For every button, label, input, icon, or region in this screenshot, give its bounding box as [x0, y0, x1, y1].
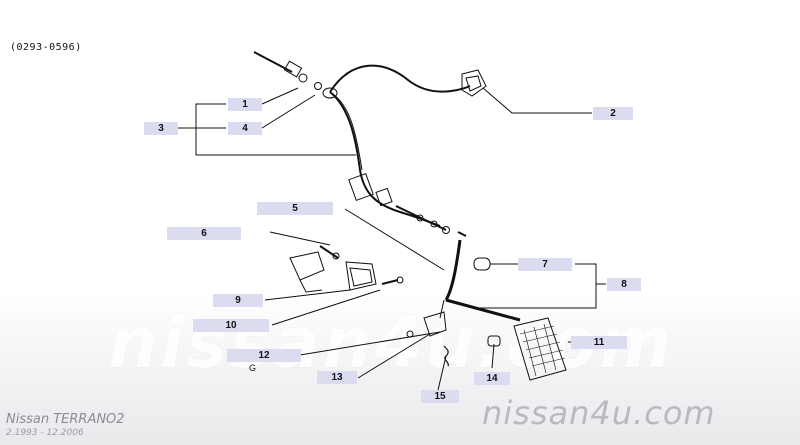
bracket-3-top: [170, 103, 226, 129]
callout-12[interactable]: 12: [227, 349, 301, 362]
leader-4: [261, 94, 316, 129]
watermark-small: nissan4u.com: [482, 394, 716, 432]
leader-15: [437, 355, 447, 391]
model-name: Nissan TERRANO2: [6, 412, 125, 427]
callout-5[interactable]: 5: [257, 202, 333, 215]
bracket-8: [478, 263, 597, 309]
diagram-code: (0293-0596): [10, 42, 82, 53]
accelerator-cable: [329, 91, 441, 227]
callout-10[interactable]: 10: [193, 319, 269, 332]
model-years: 2.1993 - 12.2006: [6, 428, 84, 438]
leader-1: [261, 87, 299, 105]
callout-11[interactable]: 11: [571, 336, 627, 349]
pedal-pad: [513, 317, 567, 381]
leader-10: [271, 289, 381, 326]
leader-5: [344, 208, 445, 271]
callout-8[interactable]: 8: [607, 278, 641, 291]
callout-4[interactable]: 4: [228, 122, 262, 135]
callout-2[interactable]: 2: [593, 107, 633, 120]
leader-14: [491, 343, 495, 369]
callout-1[interactable]: 1: [228, 98, 262, 111]
leader-2: [482, 87, 592, 114]
callout-9[interactable]: 9: [213, 294, 263, 307]
g-mark: G: [249, 363, 257, 373]
callout-6[interactable]: 6: [167, 227, 241, 240]
pedal-bracket: [345, 261, 377, 291]
callout-14[interactable]: 14: [474, 372, 510, 385]
cable-loop: [329, 64, 471, 93]
callout-7[interactable]: 7: [518, 258, 572, 271]
callout-3[interactable]: 3: [144, 122, 178, 135]
bracket-3-bottom: [195, 128, 356, 156]
leader-13: [357, 333, 431, 379]
leader-6: [269, 231, 331, 246]
leader-9: [264, 289, 351, 301]
callout-13[interactable]: 13: [317, 371, 357, 384]
leader-12: [299, 331, 441, 356]
callout-15[interactable]: 15: [421, 390, 459, 403]
